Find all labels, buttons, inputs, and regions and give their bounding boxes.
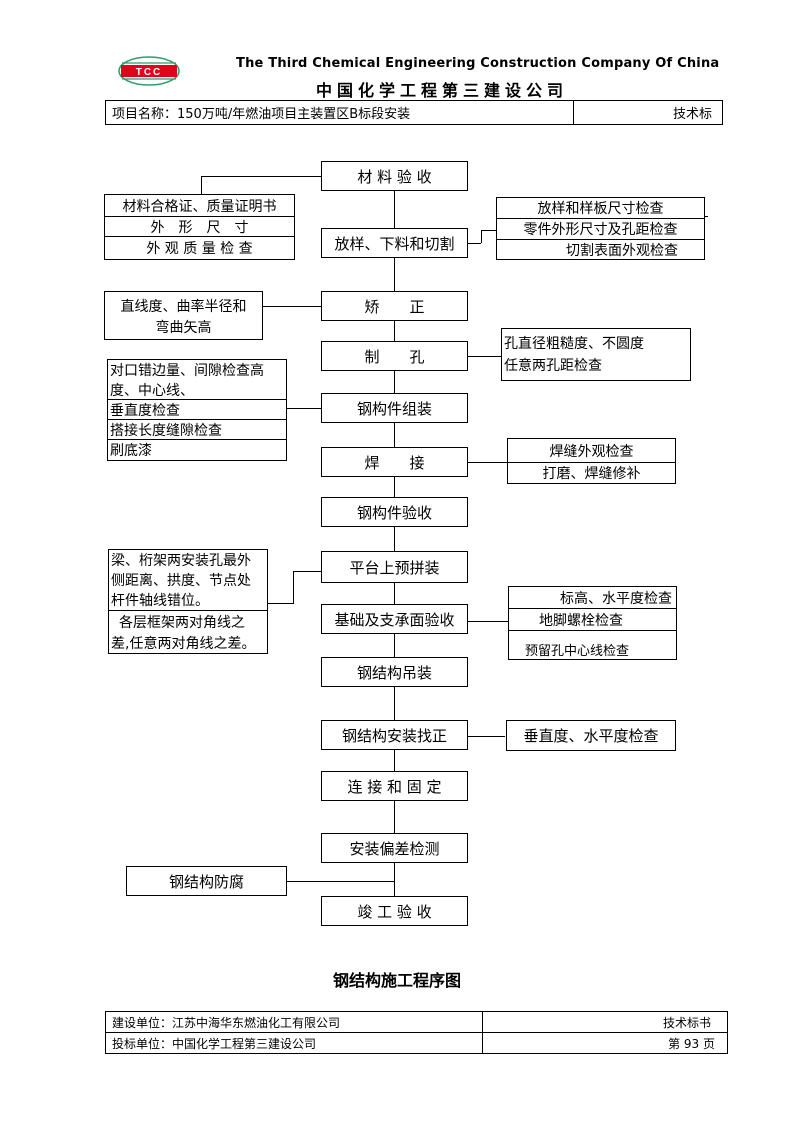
step-foundation-acceptance: 基础及支承面验收 (321, 604, 468, 634)
connector (262, 306, 321, 307)
note-line: 刷底漆 (110, 443, 152, 459)
note-line: 切割表面外观检查 (566, 243, 678, 259)
note-line: 度、中心线、 (108, 380, 286, 400)
main-flow-line (394, 191, 395, 897)
connector (468, 736, 505, 737)
note-line: 孔直径粗糙度、不圆度 (504, 336, 644, 352)
note-line: 直线度、曲率半径和 (120, 298, 247, 315)
note-line: 预留孔中心线检查 (525, 643, 630, 659)
step-straighten: 矫 正 (321, 291, 468, 321)
note-welding-checks: 焊缝外观检查 打磨、焊缝修补 (507, 438, 676, 484)
note-preassembly-checks: 梁、桁架两安装孔最外 侧距离、拱度、节点处 杆件轴线错位。 各层框架两对角线之 … (108, 549, 268, 654)
note-line: 焊缝外观检查 (508, 439, 675, 463)
note-anticorrosion: 钢结构防腐 (126, 866, 287, 896)
note-line: 搭接长度缝隙检查 (108, 420, 286, 440)
step-connection-fixing: 连 接 和 固 定 (321, 771, 468, 801)
connector (704, 216, 708, 217)
note-alignment-checks: 垂直度、水平度检查 (506, 720, 676, 751)
note-line: 打磨、焊缝修补 (542, 466, 641, 482)
note-line: 地脚螺栓检查 (509, 609, 676, 631)
step-final-acceptance: 竣 工 验 收 (321, 896, 468, 926)
note-line: 材料合格证、质量证明书 (105, 195, 294, 217)
note-straighten-checks: 直线度、曲率半径和 弯曲矢高 (104, 291, 263, 340)
note-foundation-checks: 标高、水平度检查 地脚螺栓检查 预留孔中心线检查 (508, 586, 677, 660)
note-cutting-checks: 放样和样板尺寸检查 零件外形尺寸及孔距检查 切割表面外观检查 (496, 197, 705, 260)
connector (468, 356, 501, 357)
note-line: 弯曲矢高 (155, 319, 212, 336)
footer-bidder: 投标单位：中国化学工程第三建设公司 (106, 1033, 483, 1053)
note-line: 放样和样板尺寸检查 (497, 198, 704, 219)
note-line: 各层框架两对角线之 (119, 614, 245, 631)
step-platform-preassembly: 平台上预拼装 (321, 551, 468, 583)
connector (481, 230, 482, 243)
note-assembly-checks: 对口错边量、间隙检查高 度、中心线、 垂直度检查 搭接长度缝隙检查 刷底漆 (107, 359, 287, 461)
step-component-assembly: 钢构件组装 (321, 393, 468, 423)
footer-doc-label: 技术标书 (662, 1015, 711, 1030)
doc-type-cell: 技术标 (573, 100, 723, 125)
note-line: 垂直度检查 (108, 400, 286, 420)
company-name-cn: 中国化学工程第三建设公司 (316, 81, 569, 100)
note-line: 零件外形尺寸及孔距检查 (497, 219, 704, 240)
note-line: 标高、水平度检查 (509, 587, 676, 609)
footer-table: 建设单位：江苏中海华东燃油化工有限公司 技术标书 投标单位：中国化学工程第三建设… (105, 1011, 728, 1054)
step-steel-hoisting: 钢结构吊装 (321, 657, 468, 687)
note-line: 梁、桁架两安装孔最外 (111, 553, 251, 569)
note-line: 任意两孔距检查 (504, 358, 602, 374)
step-installation-alignment: 钢结构安装找正 (321, 720, 468, 750)
connector (293, 571, 294, 603)
note-line: 侧距离、拱度、节点处 (111, 573, 251, 589)
note-line: 差,任意两对角线之差。 (111, 635, 256, 652)
connector (468, 621, 508, 622)
step-deviation-check: 安装偏差检测 (321, 833, 468, 863)
connector (468, 243, 481, 244)
step-material-acceptance: 材 料 验 收 (321, 161, 468, 191)
diagram-title: 钢结构施工程序图 (332, 971, 461, 990)
connector (468, 462, 507, 463)
connector (201, 176, 202, 194)
connector (267, 603, 294, 604)
step-layout-cutting: 放样、下料和切割 (321, 228, 468, 258)
company-logo: TCC (118, 56, 180, 86)
company-name-en: The Third Chemical Engineering Construct… (236, 56, 720, 71)
footer-builder: 建设单位：江苏中海华东燃油化工有限公司 (106, 1012, 483, 1032)
note-drilling-checks: 孔直径粗糙度、不圆度 任意两孔距检查 (501, 328, 691, 381)
footer-page-number: 第 93 页 (668, 1036, 715, 1051)
note-line: 对口错边量、间隙检查高 (110, 363, 264, 379)
connector (293, 571, 321, 572)
note-material-checks: 材料合格证、质量证明书 外 形 尺 寸 外 观 质 量 检 查 (104, 194, 295, 260)
step-drilling: 制 孔 (321, 341, 468, 371)
connector (201, 176, 321, 177)
project-name-cell: 项目名称：150万吨/年燃油项目主装置区B标段安装 (105, 100, 574, 125)
logo-text: TCC (136, 67, 163, 78)
connector (286, 881, 394, 882)
note-line: 外 形 尺 寸 (105, 217, 294, 237)
note-line: 杆件轴线错位。 (109, 590, 267, 611)
step-component-acceptance: 钢构件验收 (321, 497, 468, 527)
connector (481, 230, 496, 231)
note-line: 外 观 质 量 检 查 (146, 241, 253, 257)
step-welding: 焊 接 (321, 447, 468, 477)
connector (286, 408, 321, 409)
